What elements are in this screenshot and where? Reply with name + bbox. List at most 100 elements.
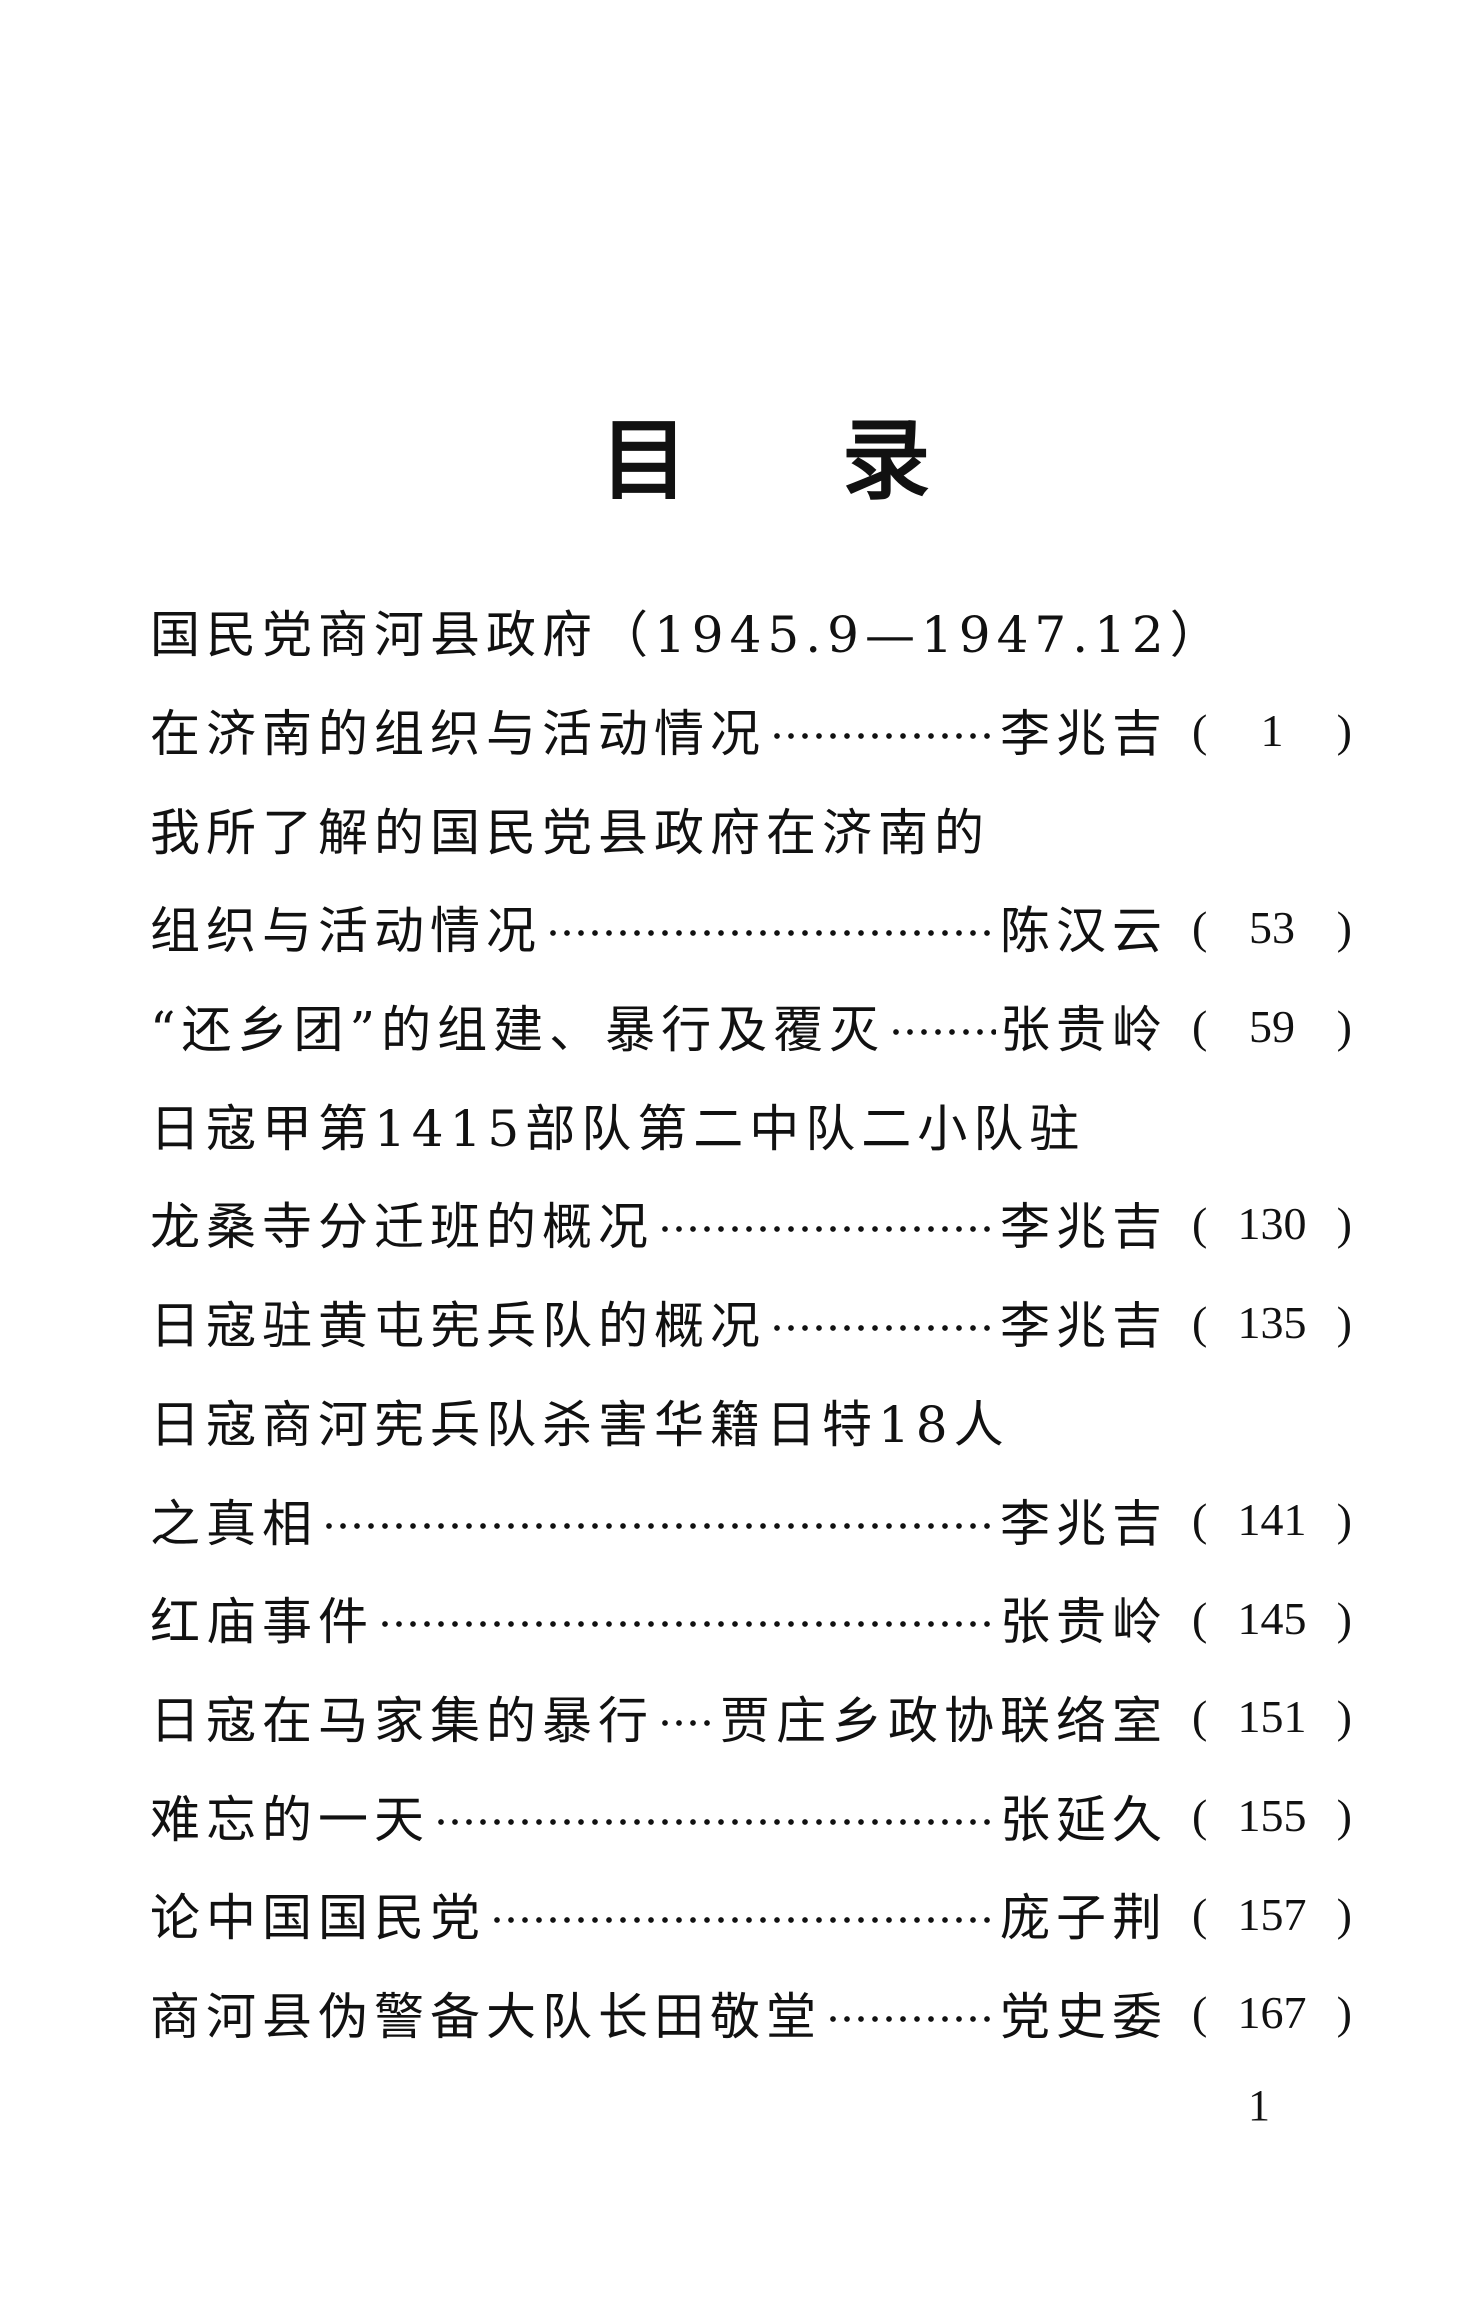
paren-open: ( [1192,1691,1208,1743]
paren-open: ( [1192,1987,1208,2039]
dot-leader [826,1987,996,2038]
toc-entry-line: 日寇商河宪兵队杀害华籍日特18人 [150,1372,1352,1471]
toc-entry-line[interactable]: 红庙事件 张贵岭 (145) [150,1569,1352,1668]
entry-title-text: 之真相 [150,1494,318,1553]
entry-author: 党史委 [1000,1987,1168,2046]
paren-open: ( [1192,1296,1208,1348]
entry-author: 陈汉云 [1000,902,1168,961]
entry-author: 庞子荆 [1000,1889,1168,1948]
paren-open: ( [1192,1790,1208,1842]
entry-title-text: 组织与活动情况 [150,902,542,961]
entry-author: 贾庄乡政协联络室 [720,1691,1168,1750]
paren-close: ) [1336,901,1352,953]
toc-entry-line: 日寇甲第1415部队第二中队二小队驻 [150,1075,1352,1174]
entry-page: (59) [1192,1000,1352,1053]
entry-title-text: 日寇在马家集的暴行 [150,1691,654,1750]
entry-author: 李兆吉 [1000,1198,1168,1257]
entry-page-number: 130 [1237,1197,1307,1249]
entry-page-number: 135 [1237,1296,1307,1348]
toc-entry-line[interactable]: 组织与活动情况 陈汉云 (53) [150,878,1352,977]
entry-title-text: 日寇驻黄屯宪兵队的概况 [150,1297,766,1356]
entry-page-number: 1 [1260,704,1284,756]
toc-entry-line[interactable]: 日寇在马家集的暴行 贾庄乡政协联络室 (151) [150,1668,1352,1767]
entry-title-text: 我所了解的国民党县政府在济南的 [150,803,990,862]
page-number: 1 [1248,2081,1270,2130]
entry-title-text: 论中国国民党 [150,1889,486,1948]
toc-entry-line[interactable]: 龙桑寺分迁班的概况 李兆吉 (130) [150,1174,1352,1273]
paren-open: ( [1192,1494,1208,1546]
entry-page-number: 151 [1237,1691,1307,1743]
toc-entry-line[interactable]: “还乡团”的组建、暴行及覆灭 张贵岭 (59) [150,977,1352,1076]
entry-page-number: 53 [1249,901,1295,953]
dot-leader [434,1790,996,1841]
entry-page: (1) [1192,704,1352,757]
entry-page: (130) [1192,1197,1352,1250]
table-of-contents: 国民党商河县政府（1945.9—1947.12）在济南的组织与活动情况李兆吉(1… [150,582,1352,2062]
entry-author: 李兆吉 [1000,1297,1168,1356]
paren-close: ) [1336,1592,1352,1644]
entry-page: (155) [1192,1789,1352,1842]
toc-entry-line[interactable]: 论中国国民党 庞子荆 (157) [150,1865,1352,1964]
entry-title-text: 国民党商河县政府（1945.9—1947.12） [150,606,1226,665]
paren-open: ( [1192,1000,1208,1052]
entry-author: 李兆吉 [1000,705,1168,764]
dot-leader [889,1001,996,1052]
toc-entry-line[interactable]: 之真相 李兆吉 (141) [150,1470,1352,1569]
paren-close: ) [1336,1987,1352,2039]
paren-close: ) [1336,1790,1352,1842]
dot-leader [546,902,996,953]
entry-page-number: 157 [1237,1888,1307,1940]
entry-title-text: 商河县伪警备大队长田敬堂 [150,1987,822,2046]
entry-page: (141) [1192,1493,1352,1546]
entry-page-number: 141 [1237,1494,1307,1546]
entry-page: (157) [1192,1888,1352,1941]
dot-leader [322,1494,996,1545]
entry-title-text: 日寇商河宪兵队杀害华籍日特18人 [150,1395,1010,1454]
entry-page: (151) [1192,1690,1352,1743]
paren-open: ( [1192,704,1208,756]
entry-title-text: 日寇甲第1415部队第二中队二小队驻 [150,1099,1086,1158]
paren-close: ) [1336,704,1352,756]
entry-page-number: 155 [1237,1790,1307,1842]
heading-char: 录 [842,408,931,512]
paren-close: ) [1336,1000,1352,1052]
dot-leader [658,1691,716,1742]
toc-entry-line[interactable]: 日寇驻黄屯宪兵队的概况 李兆吉 (135) [150,1273,1352,1372]
paren-close: ) [1336,1888,1352,1940]
entry-page: (145) [1192,1592,1352,1645]
entry-page: (135) [1192,1296,1352,1349]
entry-title-text: “还乡团”的组建、暴行及覆灭 [150,1001,886,1060]
dot-leader [770,1297,996,1348]
paren-open: ( [1192,1592,1208,1644]
dot-leader [490,1889,996,1940]
entry-author: 张贵岭 [1000,1593,1168,1652]
dot-leader [658,1198,996,1249]
paren-open: ( [1192,1197,1208,1249]
entry-page-number: 145 [1237,1592,1307,1644]
paren-close: ) [1336,1197,1352,1249]
toc-entry-line: 国民党商河县政府（1945.9—1947.12） [150,582,1352,681]
entry-title-text: 龙桑寺分迁班的概况 [150,1198,654,1257]
entry-title-text: 难忘的一天 [150,1790,430,1849]
entry-author: 李兆吉 [1000,1494,1168,1553]
toc-heading: 目 录 [0,410,1474,510]
entry-page-number: 167 [1237,1987,1307,2039]
paren-close: ) [1336,1494,1352,1546]
toc-entry-line[interactable]: 商河县伪警备大队长田敬堂 党史委 (167) [150,1964,1352,2063]
entry-author: 张贵岭 [1000,1001,1168,1060]
entry-title-text: 在济南的组织与活动情况 [150,705,766,764]
entry-page-number: 59 [1249,1000,1295,1052]
entry-title-text: 红庙事件 [150,1593,374,1652]
paren-open: ( [1192,1888,1208,1940]
paren-close: ) [1336,1296,1352,1348]
toc-entry-line: 我所了解的国民党县政府在济南的 [150,779,1352,878]
entry-author: 张延久 [1000,1790,1168,1849]
heading-char: 目 [600,408,689,512]
dot-leader [378,1593,996,1644]
entry-page: (167) [1192,1986,1352,2039]
dot-leader [770,705,996,756]
toc-entry-line[interactable]: 在济南的组织与活动情况 李兆吉 (1) [150,681,1352,780]
entry-page: (53) [1192,901,1352,954]
paren-open: ( [1192,901,1208,953]
toc-entry-line[interactable]: 难忘的一天 张延久 (155) [150,1766,1352,1865]
